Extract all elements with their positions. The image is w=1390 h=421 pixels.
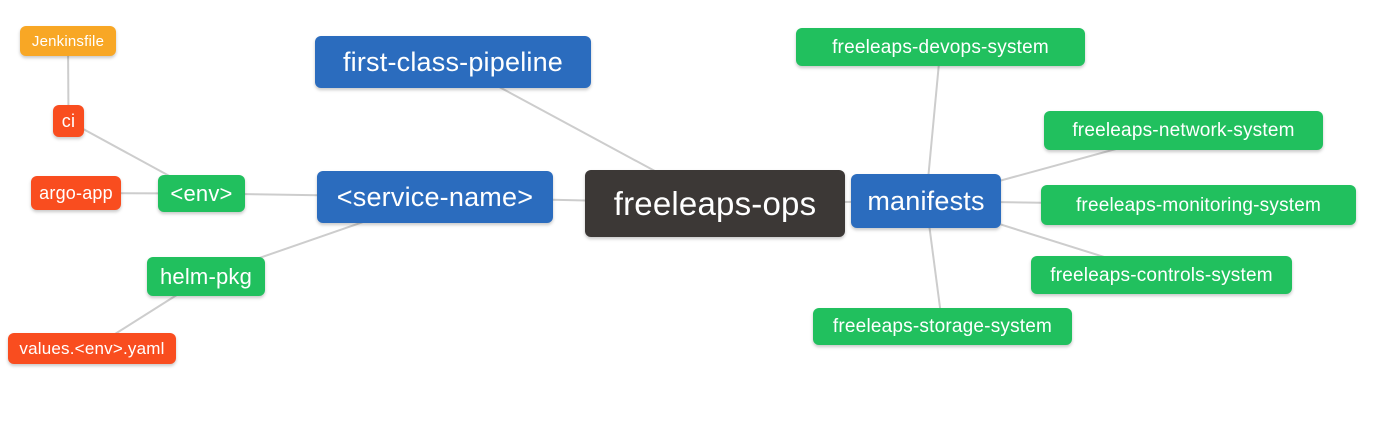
node-values-env-yaml[interactable]: values.<env>.yaml	[8, 333, 176, 364]
node-network-system[interactable]: freeleaps-network-system	[1044, 111, 1323, 150]
node-controls-system[interactable]: freeleaps-controls-system	[1031, 256, 1292, 294]
node-first-class-pipeline[interactable]: first-class-pipeline	[315, 36, 591, 88]
node-jenkinsfile[interactable]: Jenkinsfile	[20, 26, 116, 56]
node-ci[interactable]: ci	[53, 105, 84, 137]
node-monitoring-system[interactable]: freeleaps-monitoring-system	[1041, 185, 1356, 225]
node-storage-system[interactable]: freeleaps-storage-system	[813, 308, 1072, 345]
node-manifests[interactable]: manifests	[851, 174, 1001, 228]
node-devops-system[interactable]: freeleaps-devops-system	[796, 28, 1085, 66]
node-service-name[interactable]: <service-name>	[317, 171, 553, 223]
node-argo-app[interactable]: argo-app	[31, 176, 121, 210]
node-freeleaps-ops[interactable]: freeleaps-ops	[585, 170, 845, 237]
node-helm-pkg[interactable]: helm-pkg	[147, 257, 265, 296]
node-env[interactable]: <env>	[158, 175, 245, 212]
